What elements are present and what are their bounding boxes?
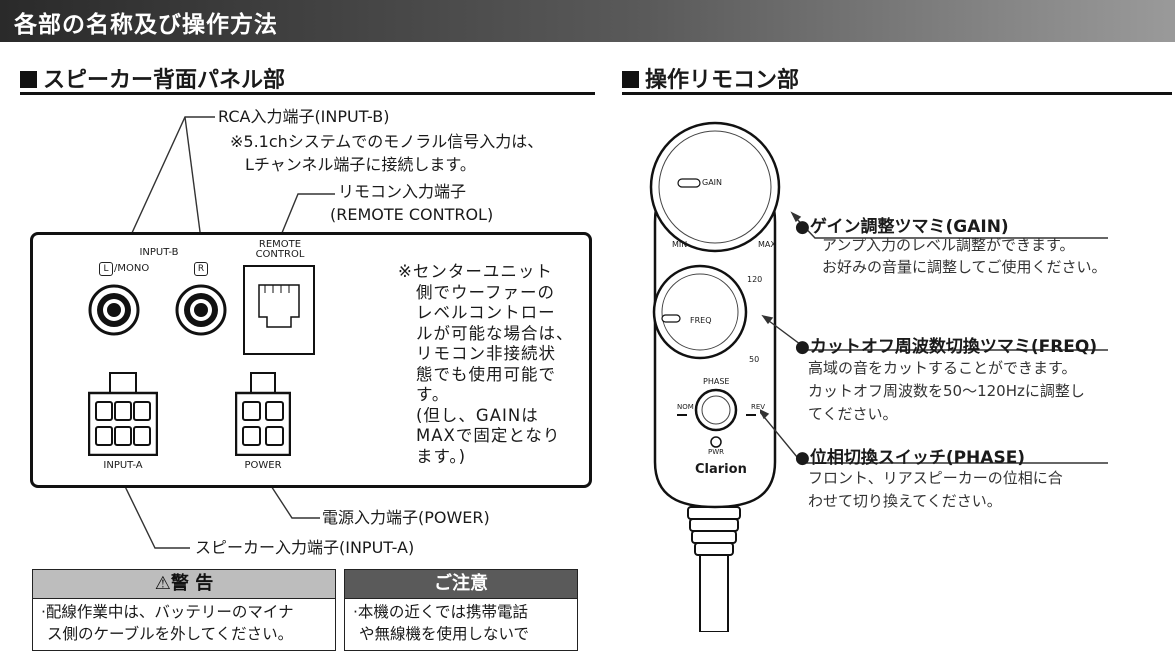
freq-50-label: 50: [749, 355, 760, 364]
panel-input-a-label: INPUT-A: [103, 460, 143, 471]
rca-note-line1: ※5.1chシステムでのモノラル信号入力は、: [230, 132, 544, 151]
rca-input-label: RCA入力端子(INPUT-B): [218, 107, 390, 126]
rca-jack-left: [88, 284, 140, 336]
gain-max-label: MAX: [758, 240, 776, 249]
leader-lines-right: [760, 211, 1108, 464]
phase-desc-line1: フロント、リアスピーカーの位相に合: [808, 469, 1063, 487]
input-a-connector-icon: [88, 372, 158, 456]
caution-text: ·本機の近くでは携帯電話 や無線機を使用しないで: [353, 603, 530, 643]
mono-label: /MONO: [114, 263, 150, 274]
remote-port-icon: [243, 265, 315, 355]
gain-desc-line2: お好みの音量に調整してご使用ください。: [822, 258, 1107, 276]
gain-min-label: MIN: [672, 240, 688, 249]
phase-nom-label: NOM: [677, 403, 694, 411]
remote-input-label: リモコン入力端子: [338, 182, 467, 201]
freq-desc-line3: てください。: [808, 405, 898, 423]
freq-120-label: 120: [747, 275, 763, 284]
section-rule-right: [622, 92, 1172, 95]
section-title-remote: 操作リモコン部: [622, 62, 799, 94]
speaker-input-label: スピーカー入力端子(INPUT-A): [195, 538, 415, 557]
phase-desc-line2: わせて切り換えてください。: [808, 492, 1002, 510]
rca-jack-right: [175, 284, 227, 336]
panel-input-b-label: INPUT-B: [139, 247, 179, 258]
warning-text: ·配線作業中は、バッテリーのマイナ ス側のケーブルを外してください。: [41, 603, 294, 643]
r-badge: R: [194, 262, 208, 276]
caution-title: ご注意: [345, 570, 577, 599]
phase-rev-label: REV: [751, 403, 766, 411]
gain-knob-title: ●ゲイン調整ツマミ(GAIN): [795, 217, 1009, 237]
l-badge: L: [99, 262, 113, 276]
section-title-rear-panel: スピーカー背面パネル部: [20, 62, 285, 94]
section-rule-left: [20, 92, 595, 95]
panel-power-label: POWER: [244, 460, 282, 471]
freq-knob-label: FREQ: [690, 316, 712, 325]
gain-knob-label: GAIN: [702, 178, 723, 187]
pwr-label: PWR: [708, 448, 725, 456]
banner-title: 各部の名称及び操作方法: [14, 12, 278, 38]
freq-desc-line1: 高域の音をカットすることができます。: [808, 359, 1077, 377]
power-connector-icon: [235, 372, 291, 456]
gain-desc-line1: アンプ入力のレベル調整ができます。: [822, 236, 1075, 254]
freq-desc-line2: カットオフ周波数を50〜120Hzに調整し: [808, 382, 1085, 400]
power-input-label: 電源入力端子(POWER): [322, 508, 490, 527]
warning-title: ⚠警 告: [33, 570, 335, 599]
remote-body-illustration: [649, 121, 781, 632]
side-note: ※センターユニット 側でウーファーの レベルコントロー ルが可能な場合は、 リモ…: [398, 262, 574, 466]
rca-note-line2: Lチャンネル端子に接続します。: [245, 155, 476, 174]
freq-knob-title: ●カットオフ周波数切換ツマミ(FREQ): [795, 337, 1098, 357]
warning-box: ⚠警 告 ·配線作業中は、バッテリーのマイナ ス側のケーブルを外してください。: [32, 569, 336, 651]
page-banner: 各部の名称及び操作方法: [0, 0, 1175, 42]
phase-switch-title: ●位相切換スイッチ(PHASE): [795, 448, 1026, 468]
caution-box: ご注意 ·本機の近くでは携帯電話 や無線機を使用しないで: [344, 569, 578, 651]
brand-logo: Clarion: [695, 462, 747, 477]
phase-label: PHASE: [703, 377, 730, 386]
remote-input-label-en: (REMOTE CONTROL): [330, 205, 494, 224]
